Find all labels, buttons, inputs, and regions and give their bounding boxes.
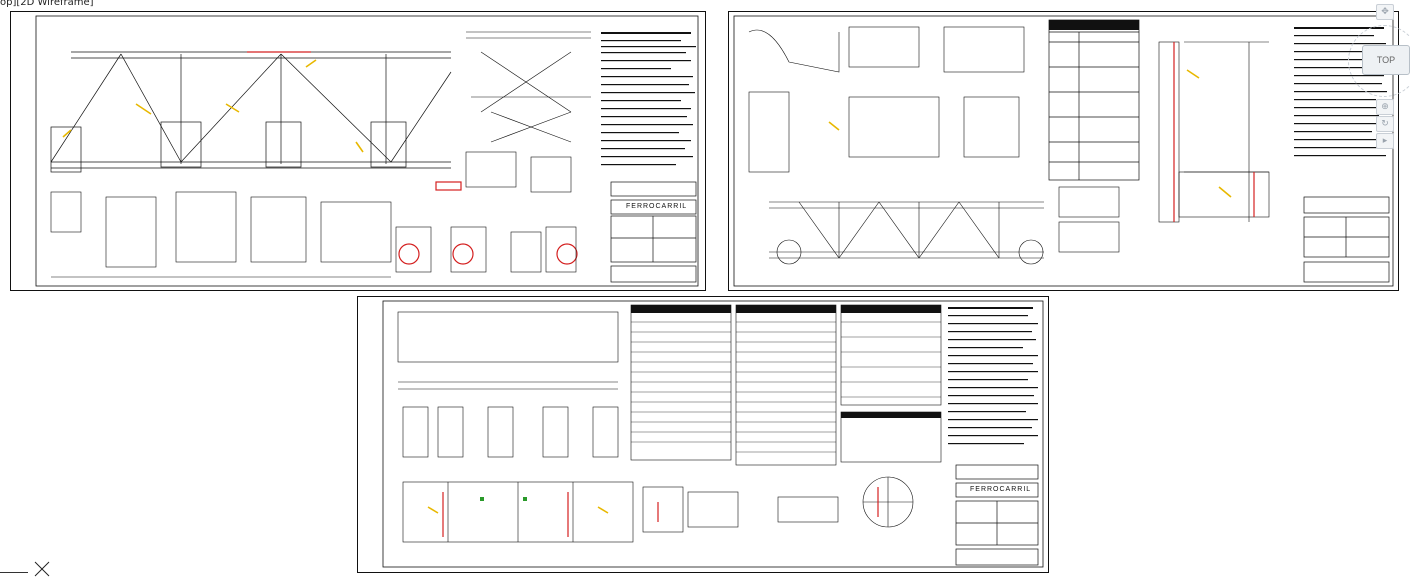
sheet-3-titleblock-name: FERROCARRIL bbox=[970, 486, 1032, 493]
sheet-1-drawing bbox=[35, 15, 699, 287]
pan-icon[interactable]: ✥ bbox=[1376, 4, 1394, 20]
viewport-label[interactable]: op][2D Wireframe] bbox=[0, 0, 94, 8]
drawing-sheet-2[interactable] bbox=[728, 11, 1399, 291]
showmotion-icon[interactable]: ▸ bbox=[1376, 133, 1394, 149]
orbit-icon[interactable]: ↻ bbox=[1376, 116, 1394, 132]
viewcube[interactable]: TOP bbox=[1362, 45, 1410, 75]
drawing-sheet-3[interactable]: FERROCARRIL bbox=[357, 296, 1049, 573]
viewcube-compass[interactable] bbox=[1348, 25, 1410, 97]
drawing-sheet-1[interactable]: FERROCARRIL bbox=[10, 11, 706, 291]
sheet-2-drawing bbox=[733, 15, 1394, 287]
viewcube-face-label: TOP bbox=[1376, 55, 1396, 65]
ucs-axis-line bbox=[0, 572, 28, 573]
sheet-3-drawing bbox=[382, 300, 1044, 568]
navigation-bar: ✥ ⊕ ↻ ▸ bbox=[1376, 4, 1396, 154]
ucs-icon bbox=[34, 561, 50, 577]
sheet-1-titleblock-name: FERROCARRIL bbox=[626, 203, 688, 210]
zoom-icon[interactable]: ⊕ bbox=[1376, 99, 1394, 115]
